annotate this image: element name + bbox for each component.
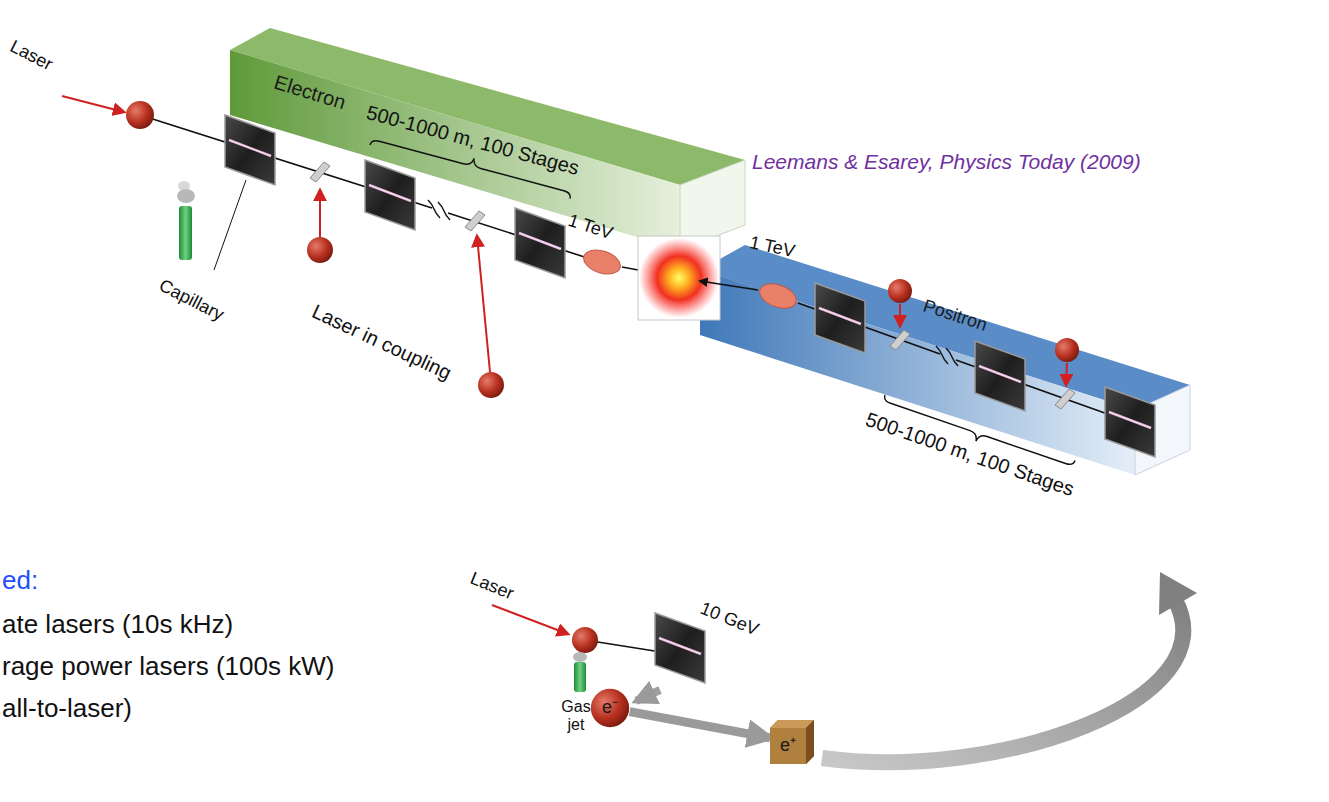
slide-text: rage power lasers (100s kW)	[2, 652, 334, 682]
slide-text: all-to-laser)	[2, 694, 132, 724]
positron-source-box: e⁺	[770, 720, 814, 764]
citation: Leemans & Esarey, Physics Today (2009)	[752, 150, 1141, 174]
node-label: e⁺	[780, 736, 796, 756]
node-label: e⁻	[602, 698, 618, 718]
diagram-label: Gas jet	[558, 698, 594, 735]
diagram-label: Laser in coupling	[308, 300, 455, 385]
electron-bunch-circle: e⁻	[590, 688, 630, 728]
diagram-label: Capillary	[156, 275, 228, 325]
diagram-label: Laser	[7, 36, 57, 75]
diagram-label: 10 GeV	[697, 598, 761, 640]
slide-text: ate lasers (10s kHz)	[2, 610, 233, 640]
transfer-arrow	[630, 712, 770, 738]
slide-text: ed:	[2, 566, 38, 596]
diagram-label: Laser	[467, 568, 517, 604]
